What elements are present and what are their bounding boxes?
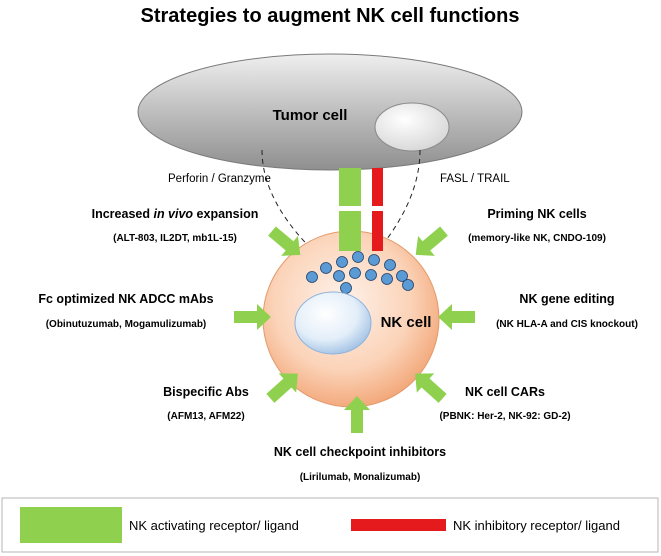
legend-inhibitory-label: NK inhibitory receptor/ ligand <box>453 518 620 533</box>
fasl-trail-label: FASL / TRAIL <box>440 173 510 185</box>
cytotoxic-granules <box>306 251 414 294</box>
strategy-expansion: Increased in vivo expansion (ALT-803, IL… <box>92 207 259 244</box>
granule <box>368 254 380 266</box>
legend: NK activating receptor/ ligand NK inhibi… <box>1 497 659 553</box>
strategy-gene-editing: NK gene editing (NK HLA-A and CIS knocko… <box>496 292 638 330</box>
granule <box>306 271 318 283</box>
cars-heading: NK cell CARs <box>465 385 545 399</box>
gene-editing-heading: NK gene editing <box>519 292 614 306</box>
granule <box>396 270 408 282</box>
bispecific-arrow <box>266 373 298 403</box>
checkpoint-detail: (Lirilumab, Monalizumab) <box>300 472 421 483</box>
strategy-priming: Priming NK cells (memory-like NK, CNDO-1… <box>468 207 606 244</box>
priming-detail: (memory-like NK, CNDO-109) <box>468 233 606 244</box>
diagram-title: Strategies to augment NK cell functions <box>141 5 520 27</box>
cars-arrow <box>415 373 447 403</box>
tumor-cell: Tumor cell <box>137 53 523 171</box>
tumor-cell-label: Tumor cell <box>273 107 348 124</box>
granule <box>333 270 345 282</box>
activating-receptor-ligand <box>339 168 361 251</box>
nk-cell-label: NK cell <box>381 314 432 331</box>
granule <box>349 267 361 279</box>
inhibitory-receptor-ligand <box>372 168 383 251</box>
expansion-heading: Increased in vivo expansion <box>92 207 259 221</box>
granule <box>402 279 414 291</box>
strategy-bispecific: Bispecific Abs (AFM13, AFM22) <box>163 385 249 422</box>
expansion-arrow <box>268 226 301 256</box>
granule <box>384 259 396 271</box>
legend-activating-label: NK activating receptor/ ligand <box>129 518 299 533</box>
tumor-nucleus <box>374 102 450 152</box>
bispecific-detail: (AFM13, AFM22) <box>167 411 244 422</box>
legend-inhibitory-swatch <box>351 519 446 531</box>
granule <box>365 269 377 281</box>
gene-editing-arrow <box>438 304 475 330</box>
checkpoint-arrow <box>344 396 370 433</box>
priming-heading: Priming NK cells <box>487 207 586 221</box>
cars-detail: (PBNK: Her-2, NK-92: GD-2) <box>439 411 570 422</box>
granule <box>320 262 332 274</box>
granule <box>352 251 364 263</box>
granule <box>336 256 348 268</box>
strategy-checkpoint: NK cell checkpoint inhibitors (Lirilumab… <box>274 445 446 483</box>
adcc-detail: (Obinutuzumab, Mogamulizumab) <box>46 319 207 330</box>
adcc-heading: Fc optimized NK ADCC mAbs <box>38 292 213 306</box>
strategy-cars: NK cell CARs (PBNK: Her-2, NK-92: GD-2) <box>439 385 570 422</box>
checkpoint-heading: NK cell checkpoint inhibitors <box>274 445 446 459</box>
nk-nucleus <box>294 291 372 355</box>
granule <box>381 273 393 285</box>
strategy-adcc: Fc optimized NK ADCC mAbs (Obinutuzumab,… <box>38 292 213 330</box>
perforin-granzyme-label: Perforin / Granzyme <box>168 173 271 185</box>
expansion-detail: (ALT-803, IL2DT, mb1L-15) <box>113 233 237 244</box>
bispecific-heading: Bispecific Abs <box>163 385 249 399</box>
granule <box>340 282 352 294</box>
priming-arrow <box>415 226 448 256</box>
perforin-dashed-line <box>261 149 326 263</box>
adcc-arrow <box>234 304 271 330</box>
legend-activating-swatch <box>20 507 122 543</box>
gene-editing-detail: (NK HLA-A and CIS knockout) <box>496 319 638 330</box>
